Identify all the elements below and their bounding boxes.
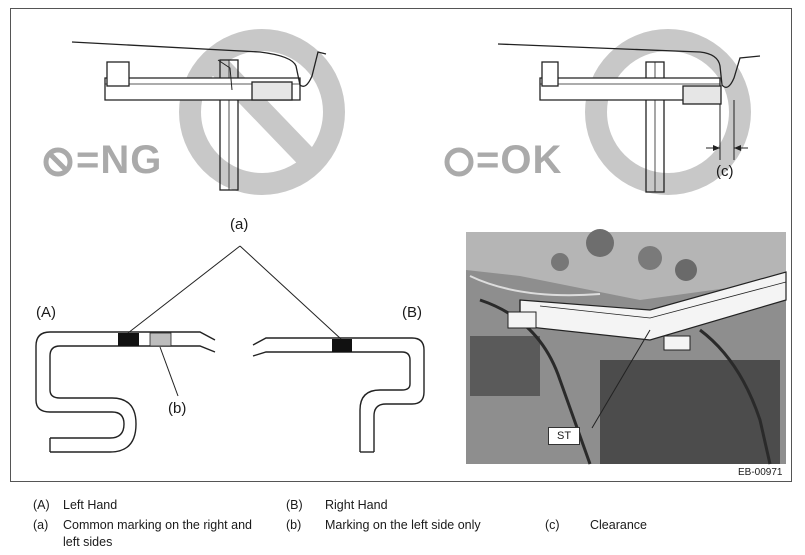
callout-a: (a) (230, 216, 249, 233)
ng-symbol-icon (43, 147, 73, 177)
legend-text-A: Left Hand (63, 498, 118, 512)
ng-label: =NG (76, 138, 163, 182)
figure-frame (10, 8, 792, 482)
callout-b: (b) (168, 400, 187, 417)
legend-key-A: (A) (33, 498, 50, 512)
mark-left-only (149, 332, 172, 347)
ok-symbol-icon (444, 147, 474, 177)
label-left-hand: (A) (36, 304, 56, 321)
ng-prohibit-slash (205, 52, 320, 171)
legend-key-B: (B) (286, 498, 303, 512)
ok-prohibit-ring (585, 29, 751, 195)
installation-photo (466, 229, 787, 465)
legend-key-a: (a) (33, 518, 49, 532)
callout-c: (c) (716, 163, 734, 180)
ng-prohibit-ring (179, 29, 345, 195)
label-right-hand: (B) (402, 304, 422, 321)
left-hand-bar (35, 331, 216, 453)
mark-common-left (118, 333, 139, 346)
right-hand-bar (252, 337, 425, 453)
legend-text-a-line2: left sides (63, 535, 113, 549)
legend-text-a-line1: Common marking on the right and (63, 518, 252, 532)
legend-key-b: (b) (286, 518, 302, 532)
ok-label: =OK (476, 138, 563, 182)
ng-illustration (71, 29, 345, 195)
legend-text-b: Marking on the left side only (325, 518, 481, 532)
figure-code: EB-00971 (738, 467, 783, 478)
mark-common-right (332, 339, 352, 352)
ok-illustration (497, 29, 761, 195)
legend-text-B: Right Hand (325, 498, 388, 512)
st-label: ST (548, 427, 581, 445)
legend-text-c: Clearance (590, 518, 647, 532)
legend-key-c: (c) (545, 518, 560, 532)
